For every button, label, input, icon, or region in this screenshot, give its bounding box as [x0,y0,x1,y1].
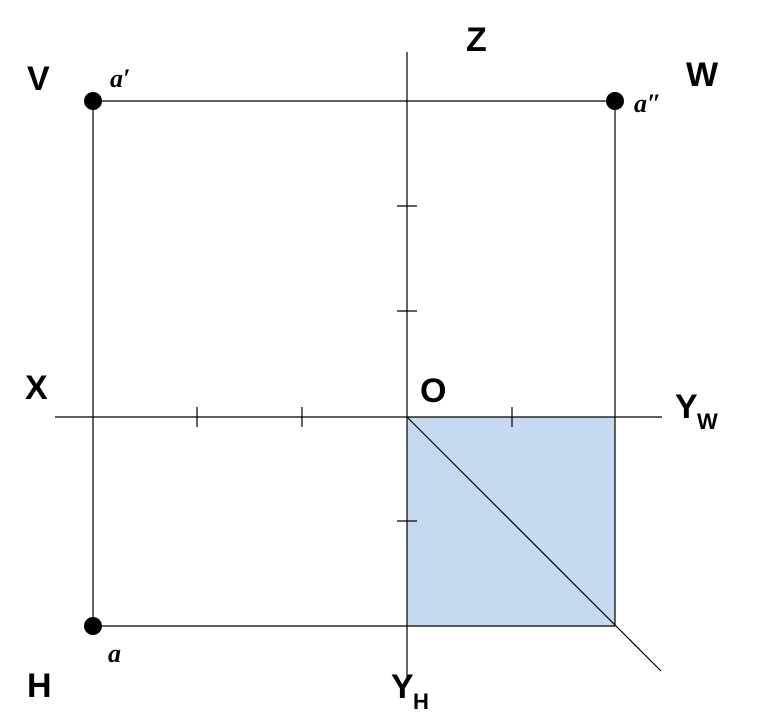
axis-yw-label: Y [675,388,698,426]
axis-yw-subscript: W [697,409,718,434]
point-a-prime [84,92,102,110]
point-a-double-prime [606,92,624,110]
point-a-prime-label: a′ [110,64,130,93]
origin-label: O [420,372,446,410]
plane-v-label: V [27,60,50,98]
transfer-45-line [406,416,662,672]
axis-yh-label: Y [391,668,414,706]
point-a [84,617,102,635]
axis-x-label: X [25,369,48,407]
axis-z-label: Z [466,21,487,59]
axis-yh-subscript: H [413,689,429,714]
point-a-label: a [108,639,121,668]
point-a-double-prime-label: a″ [634,89,661,118]
plane-w-label: W [686,56,719,94]
plane-h-label: H [27,667,52,705]
